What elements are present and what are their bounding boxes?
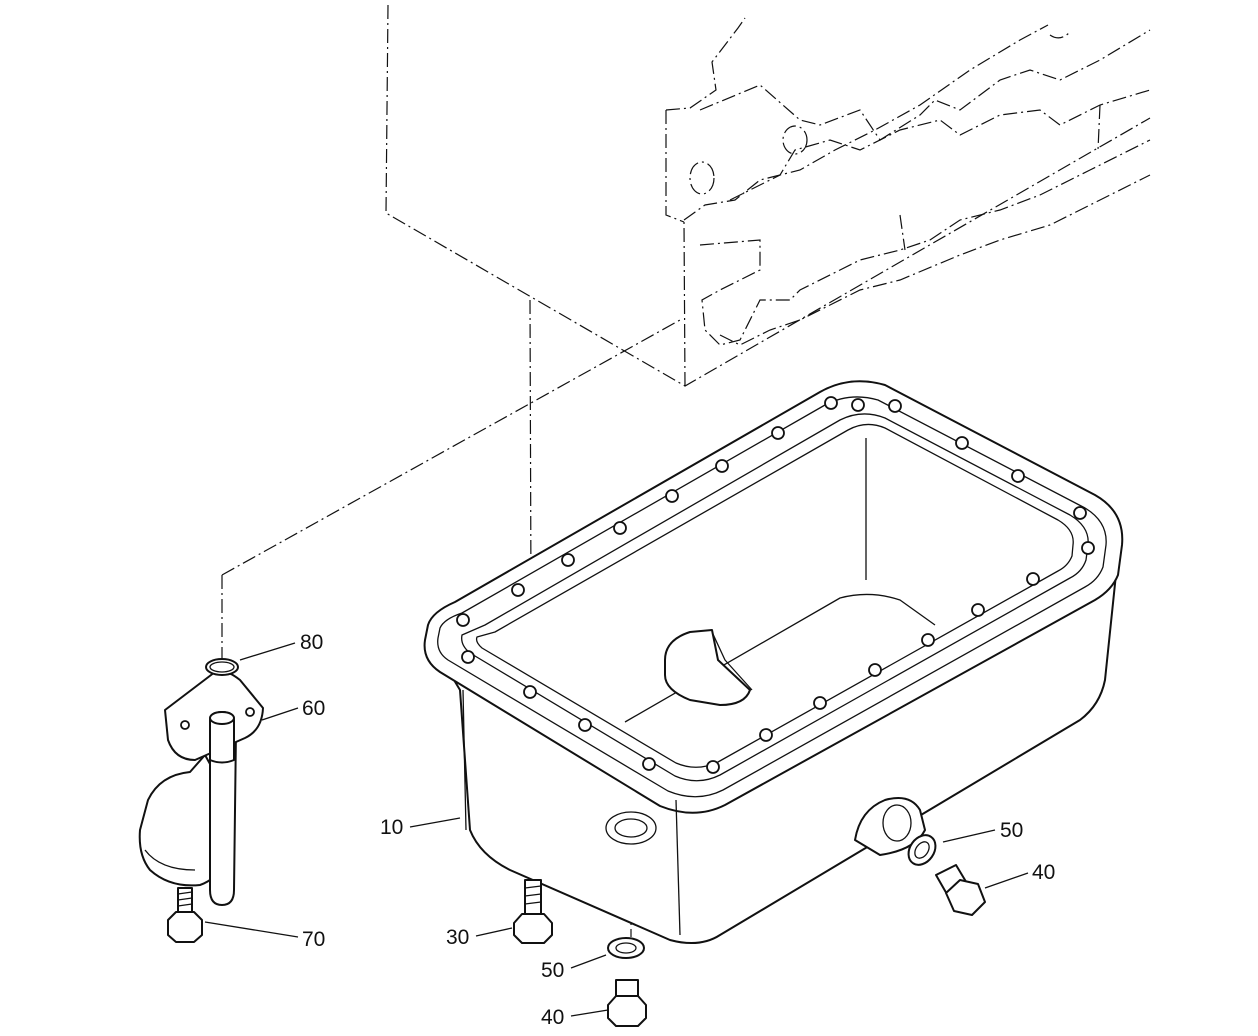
drain-plug-40-side [935, 864, 986, 916]
callout-60: 60 [302, 697, 325, 720]
callout-70: 70 [302, 928, 325, 951]
washer-50-bottom [607, 937, 645, 959]
callout-10: 10 [380, 816, 403, 839]
oil-strainer-pickup [138, 658, 264, 906]
bolt-70 [167, 887, 203, 943]
bolt-30 [513, 879, 553, 944]
callout-40-side: 40 [1032, 861, 1055, 884]
callout-50-bottom: 50 [541, 959, 564, 982]
engine-block-phantom [385, 4, 1151, 387]
callout-30: 30 [446, 926, 469, 949]
callout-80: 80 [300, 631, 323, 654]
drain-plug-40-bottom [607, 979, 647, 1027]
oil-pan [423, 380, 1124, 945]
callout-labels: 80 60 10 50 40 70 30 50 40 [300, 631, 1055, 1029]
callout-40-bottom: 40 [541, 1006, 564, 1029]
washer-50-side [907, 834, 937, 866]
callout-50-side: 50 [1000, 819, 1023, 842]
flange-bolt-holes [456, 396, 1095, 774]
leader-lines [204, 642, 1029, 1017]
